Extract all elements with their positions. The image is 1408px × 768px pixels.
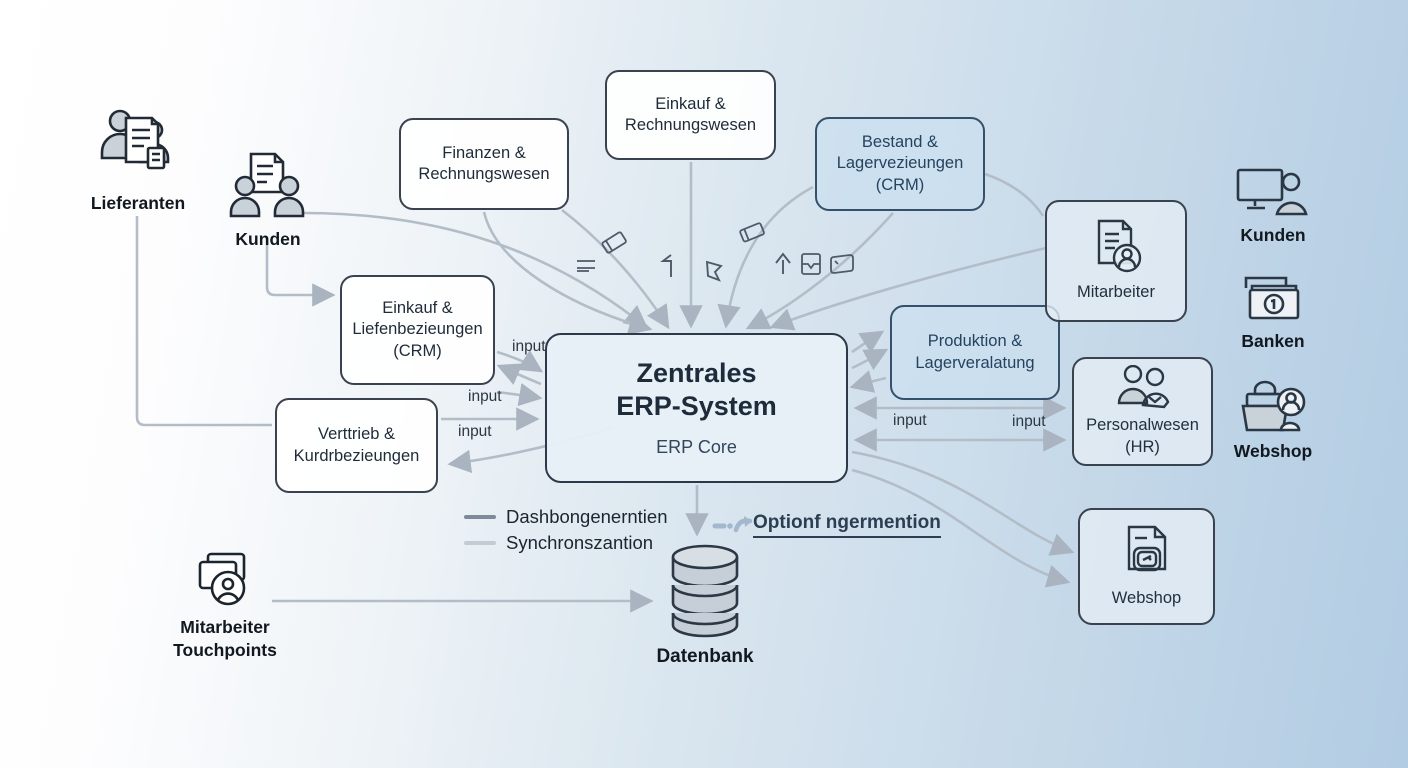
box-label-line: (CRM) [875,175,925,194]
box-label-line: Einkauf & [655,94,726,113]
actor-datenbank: Datenbank [656,543,754,670]
optional-integration-link[interactable]: Optionf ngermention [753,512,941,538]
envelope-open-icon [830,254,854,274]
box-label-line: Personalwesen [1086,416,1199,435]
legend-item-label: Synchronszantion [506,532,654,553]
actor-kunden-left: Kunden [222,150,314,251]
box-mitarbeiter: Mitarbeiter [1045,200,1187,322]
actor-label: Datenbank [656,646,754,667]
input-label: input [1012,413,1046,430]
box-label-line: Rechnungswesen [624,116,757,134]
redo-arrow-icon [712,516,752,533]
webshop-box-person-icon [1241,380,1306,432]
shard-icon [705,260,723,282]
box-label-line: (CRM) [393,341,442,360]
touchpoints-cards-person-icon [198,552,246,606]
actor-lieferanten: Lieferanten [88,108,188,215]
inbox-icon [801,253,821,275]
tag-icon [601,231,627,254]
customers-people-document-icon [229,152,305,218]
erp-title-line: Zentrales [636,357,757,388]
box-einkauf-lieferbeziehungen-crm: Einkauf & Liefenbezieungen (CRM) [340,275,495,385]
box-label-line: (HR) [1125,437,1160,456]
database-cylinder-icon [671,544,739,638]
box-produktion-lagerverwaltung: Produktion & Lagerveralatung [890,305,1060,400]
legend: Dashbongenerntien Synchronszantion [464,506,668,558]
erp-subtitle: ERP Core [656,437,737,458]
box-bestand-lager-crm: Bestand & Lagervezieungen (CRM) [815,117,985,211]
box-label-line: Bestand & [861,132,939,151]
input-label: input [893,412,927,429]
legend-row-2: Synchronszantion [464,532,668,554]
box-label-line: Lagervezieungen [836,154,964,173]
actor-banken: Banken [1232,272,1314,353]
actor-label: Mitarbeiter [180,617,270,637]
flag-icon [660,254,672,277]
actor-label: Webshop [1233,441,1313,461]
list-lines-icon [577,260,595,272]
input-label: input [468,388,502,405]
actor-label: Touchpoints [173,639,277,660]
legend-line-dark-swatch [464,515,496,519]
box-webshop: Webshop [1078,508,1215,625]
box-vertrieb-kundenbeziehungen: Verttrieb & Kurdrbezieungen [275,398,438,493]
box-personalwesen-hr: Personalwesen (HR) [1072,357,1213,466]
box-label-line: Rechnungswesen [418,165,550,183]
actor-label: Banken [1241,331,1305,351]
box-label-line: Produktion & [927,332,1023,351]
arrow-up-icon [775,252,791,274]
box-zentrales-erp-system: Zentrales ERP-System ERP Core [545,333,848,483]
bank-money-icon [1244,276,1300,320]
employee-document-icon [1097,220,1142,273]
actor-webshop-right: Webshop [1228,376,1318,463]
actor-label: Kunden [1240,225,1306,245]
tag-icon [739,222,765,243]
actor-kunden-right: Kunden [1228,166,1318,247]
box-label-line: Webshop [1111,588,1182,607]
box-einkauf-rechnungswesen: Einkauf & Rechnungswesen [605,70,776,160]
box-finanzen-rechnungswesen: Finanzen & Rechnungswesen [399,118,569,210]
box-label-line: Lagerveralatung [915,353,1035,372]
box-label-line: Finanzen & [442,143,526,162]
customer-monitor-person-icon [1236,168,1308,216]
box-label-line: Liefenbezieungen [352,320,483,339]
box-label-line: Kurdrbezieungen [293,446,420,465]
legend-line-light-swatch [464,541,496,545]
box-label-line: Mitarbeiter [1077,283,1155,302]
input-label: input [458,423,492,440]
suppliers-people-document-icon [100,109,170,170]
actor-mitarbeiter-touchpoints: Mitarbeiter Touchpoints [160,550,290,662]
input-label: input [512,338,546,355]
webshop-document-cart-icon [1127,525,1166,571]
legend-item-label: Dashbongenerntien [506,506,668,527]
erp-title-line: ERP-System [616,391,777,422]
box-label-line: Verttrieb & [317,425,396,444]
hr-people-icon [1117,365,1169,409]
actor-label: Lieferanten [90,193,186,213]
actor-label: Kunden [235,229,301,249]
box-label-line: Einkauf & [382,298,453,317]
legend-row-1: Dashbongenerntien [464,506,668,528]
